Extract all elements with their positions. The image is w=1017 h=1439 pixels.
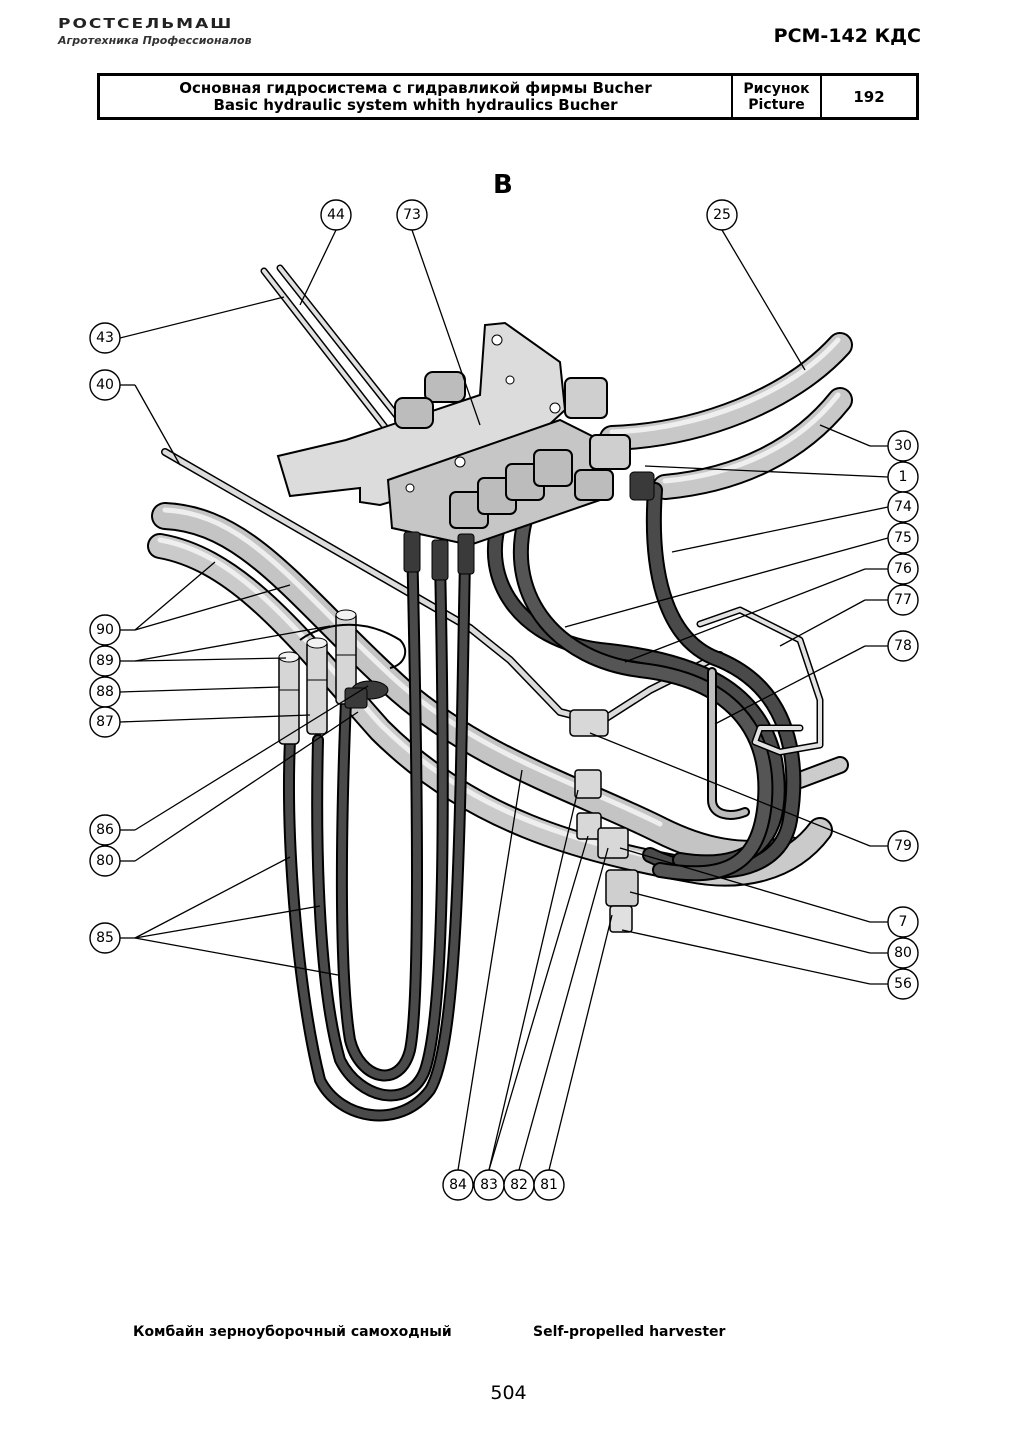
svg-text:7: 7 (899, 914, 908, 930)
callout-44: 44 (320, 199, 352, 231)
picture-label-ru: Рисунок (743, 80, 810, 97)
svg-text:80: 80 (96, 853, 114, 869)
hose-right-stub (791, 756, 849, 789)
svg-text:86: 86 (96, 822, 114, 838)
callout-89: 89 (89, 645, 121, 677)
title-cell: Основная гидросистема с гидравликой фирм… (100, 76, 733, 117)
leader-lines (119, 229, 889, 1171)
callout-86: 86 (89, 814, 121, 846)
callout-87: 87 (89, 706, 121, 738)
callout-90: 90 (89, 614, 121, 646)
title-block: Основная гидросистема с гидравликой фирм… (97, 73, 919, 120)
quick-couplings (278, 609, 407, 745)
callout-56: 56 (887, 968, 919, 1000)
svg-text:73: 73 (403, 207, 421, 223)
view-label: B (493, 170, 513, 200)
model-name: РСМ-142 КДС (773, 25, 921, 47)
company-logo: РОСТСЕЛЬМАШ Агротехника Профессионалов (58, 16, 252, 47)
callout-73: 73 (396, 199, 428, 231)
callout-82: 82 (503, 1169, 535, 1201)
valve-block-73 (276, 321, 631, 581)
hose-25 (599, 332, 853, 451)
svg-text:56: 56 (894, 976, 912, 992)
svg-text:44: 44 (327, 207, 345, 223)
title-en: Basic hydraulic system whith hydraulics … (213, 95, 618, 114)
callout-78: 78 (887, 630, 919, 662)
svg-text:84: 84 (449, 1177, 467, 1193)
page-number: 504 (490, 1382, 527, 1404)
svg-text:78: 78 (894, 638, 912, 654)
callout-84: 84 (442, 1169, 474, 1201)
footer-text-ru: Комбайн зерноуборочный самоходный (133, 1324, 452, 1340)
svg-text:43: 43 (96, 330, 114, 346)
callout-83: 83 (473, 1169, 505, 1201)
callout-7: 7 (887, 906, 919, 938)
svg-text:87: 87 (96, 714, 114, 730)
callout-80-right: 80 (887, 937, 919, 969)
callout-76: 76 (887, 553, 919, 585)
svg-text:75: 75 (894, 530, 912, 546)
svg-text:79: 79 (894, 838, 912, 854)
svg-text:85: 85 (96, 930, 114, 946)
hose-76 (512, 512, 774, 882)
svg-text:80: 80 (894, 945, 912, 961)
title-ru: Основная гидросистема с гидравликой фирм… (179, 78, 652, 97)
fittings (344, 471, 655, 933)
callout-25: 25 (706, 199, 738, 231)
callout-43: 43 (89, 322, 121, 354)
svg-text:25: 25 (713, 207, 731, 223)
picture-number: 192 (853, 87, 885, 106)
callout-77: 77 (887, 584, 919, 616)
svg-text:83: 83 (480, 1177, 498, 1193)
callout-1: 1 (887, 461, 919, 493)
footer-text-en: Self-propelled harvester (533, 1324, 726, 1340)
picture-label-cell: Рисунок Picture (733, 76, 822, 117)
svg-text:81: 81 (540, 1177, 558, 1193)
pipe-44 (276, 264, 404, 424)
pipe-77 (696, 606, 824, 756)
svg-text:1: 1 (899, 469, 908, 485)
svg-text:90: 90 (96, 622, 114, 638)
svg-text:82: 82 (510, 1177, 528, 1193)
callout-30: 30 (887, 430, 919, 462)
svg-text:77: 77 (894, 592, 912, 608)
pipe-43 (260, 267, 389, 431)
callout-88: 88 (89, 676, 121, 708)
callout-75: 75 (887, 522, 919, 554)
picture-label-en: Picture (748, 96, 805, 113)
callout-85: 85 (89, 922, 121, 954)
logo-tagline: Агротехника Профессионалов (58, 34, 252, 47)
svg-text:40: 40 (96, 377, 114, 393)
svg-text:89: 89 (96, 653, 114, 669)
hose-78 (707, 667, 750, 820)
svg-text:76: 76 (894, 561, 912, 577)
hoses-85 (283, 534, 471, 1122)
callout-80-left: 80 (89, 845, 121, 877)
hose-30 (652, 387, 853, 500)
svg-text:88: 88 (96, 684, 114, 700)
callout-79: 79 (887, 830, 919, 862)
svg-text:30: 30 (894, 438, 912, 454)
callout-40: 40 (89, 369, 121, 401)
pipe-40 (161, 448, 724, 726)
logo-name: РОСТСЕЛЬМАШ (58, 16, 234, 32)
callout-74: 74 (887, 491, 919, 523)
svg-text:74: 74 (894, 499, 912, 515)
callout-81: 81 (533, 1169, 565, 1201)
